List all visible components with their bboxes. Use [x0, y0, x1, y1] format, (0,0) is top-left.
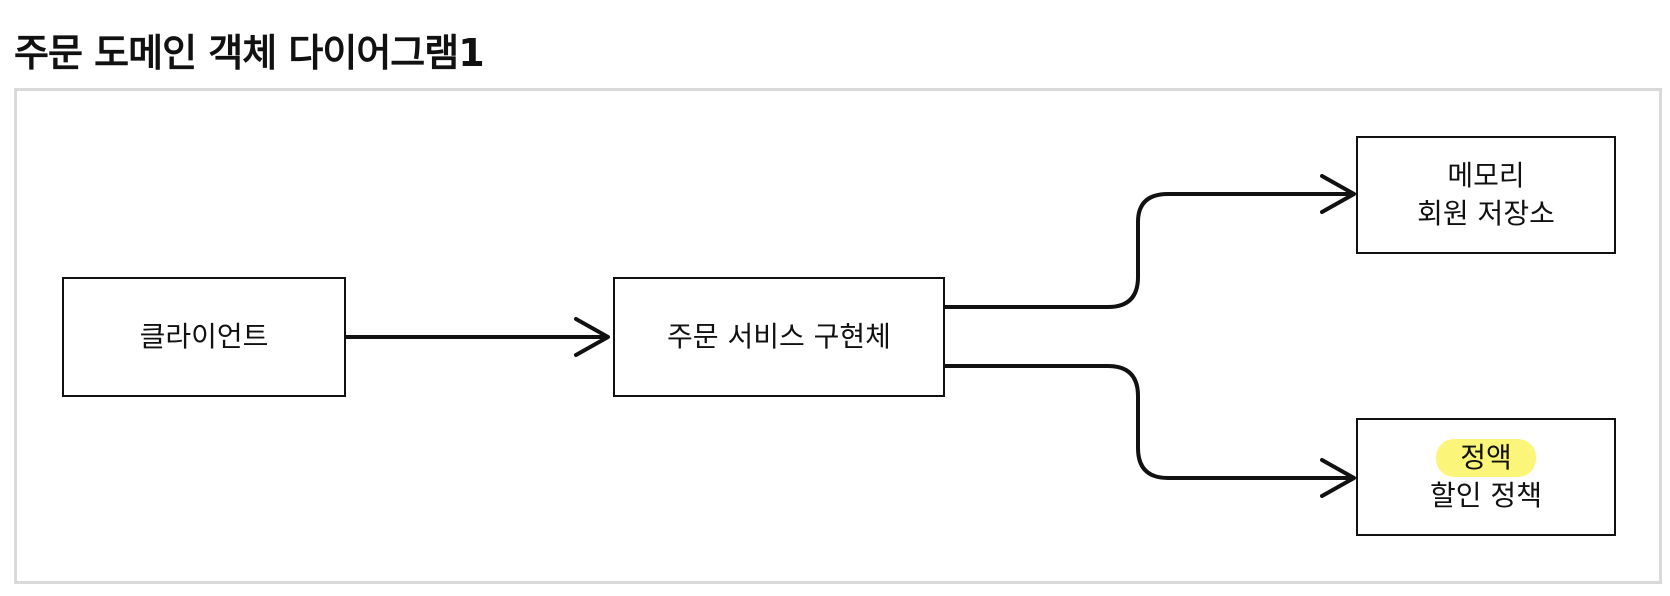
arrow-order-service-to-discount — [943, 364, 1352, 480]
node-order-service-label: 주문 서비스 구현체 — [667, 320, 891, 353]
node-memory-repository: 메모리 회원 저장소 — [1356, 136, 1616, 254]
node-memory-repository-line2: 회원 저장소 — [1417, 197, 1555, 230]
node-discount-policy: 정액 할인 정책 — [1356, 418, 1616, 536]
arrowhead-memory-repo — [1320, 174, 1356, 214]
page-title: 주문 도메인 객체 다이어그램1 — [14, 31, 485, 75]
node-client-label: 클라이언트 — [139, 320, 269, 353]
node-client: 클라이언트 — [62, 277, 346, 397]
arrowhead-discount — [1320, 458, 1356, 498]
node-memory-repository-line1: 메모리 — [1447, 159, 1525, 192]
highlighted-text: 정액 — [1436, 439, 1536, 477]
arrowhead-order-service — [574, 317, 610, 357]
node-discount-policy-line2: 할인 정책 — [1430, 479, 1542, 512]
arrow-order-service-to-memory-repo — [943, 192, 1352, 309]
node-order-service: 주문 서비스 구현체 — [613, 277, 945, 397]
